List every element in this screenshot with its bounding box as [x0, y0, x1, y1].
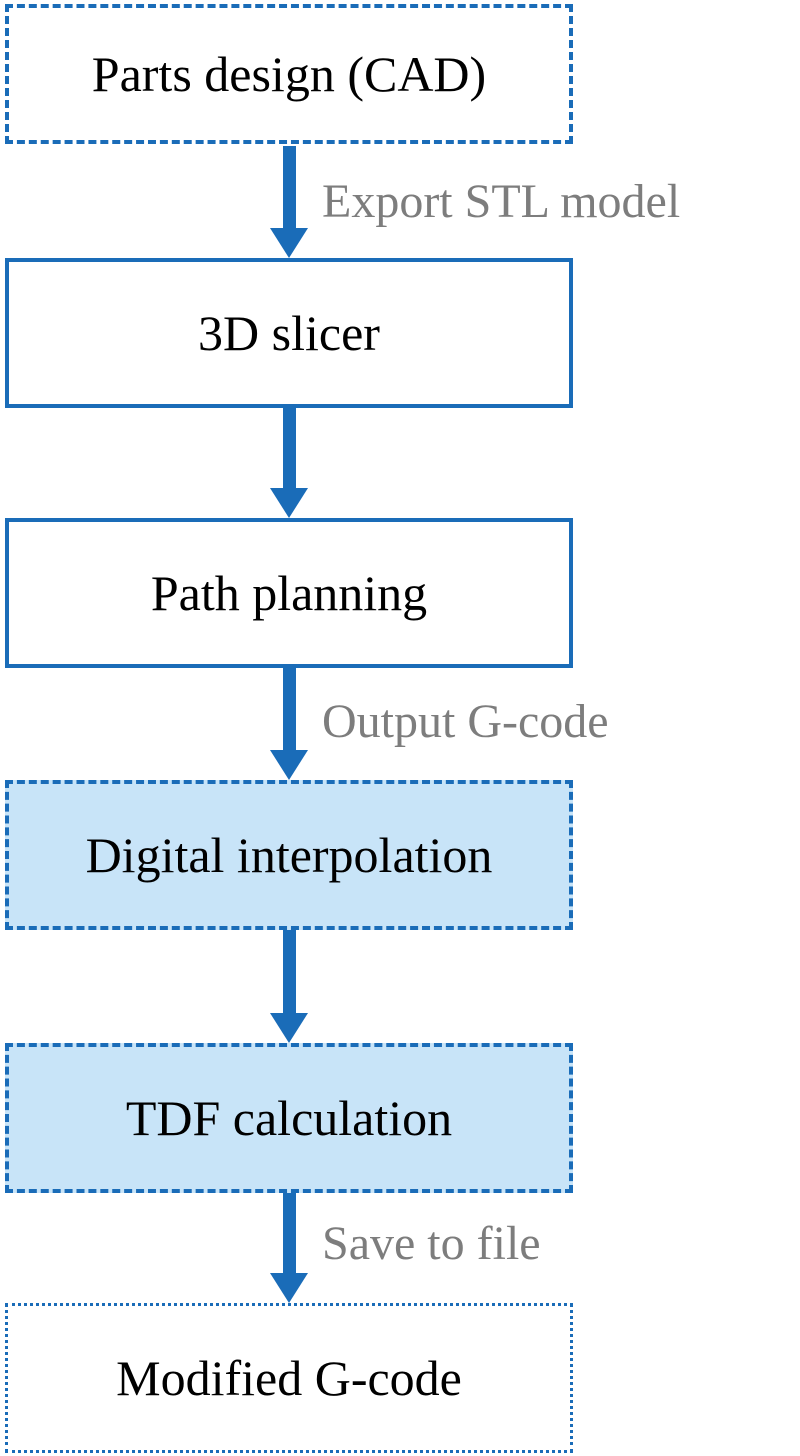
- arrow-head: [270, 1273, 308, 1303]
- down-arrow-icon: [270, 1193, 308, 1303]
- arrow-shaft: [282, 146, 296, 228]
- node-label: 3D slicer: [198, 305, 380, 361]
- node-3d-slicer: 3D slicer: [5, 258, 573, 408]
- node-modified-gcode: Modified G-code: [5, 1303, 573, 1453]
- edge-label-save-to-file: Save to file: [322, 1217, 541, 1270]
- arrow-head: [270, 488, 308, 518]
- node-label: Modified G-code: [116, 1350, 462, 1406]
- down-arrow-icon: [270, 408, 308, 518]
- node-parts-design: Parts design (CAD): [5, 4, 573, 144]
- node-tdf-calculation: TDF calculation: [5, 1043, 573, 1193]
- node-label: Parts design (CAD): [91, 46, 487, 102]
- arrow-shaft: [282, 668, 296, 750]
- down-arrow-icon: [270, 146, 308, 258]
- arrow-head: [270, 750, 308, 780]
- down-arrow-icon: [270, 930, 308, 1043]
- down-arrow-icon: [270, 668, 308, 780]
- arrow-shaft: [282, 930, 296, 1013]
- node-path-planning: Path planning: [5, 518, 573, 668]
- edge-label-export-stl: Export STL model: [322, 175, 681, 228]
- arrow-head: [270, 1013, 308, 1043]
- arrow-shaft: [282, 1193, 296, 1273]
- node-digital-interpolation: Digital interpolation: [5, 780, 573, 930]
- arrow-shaft: [282, 408, 296, 488]
- arrow-head: [270, 228, 308, 258]
- node-label: TDF calculation: [125, 1090, 453, 1146]
- node-label: Path planning: [150, 565, 428, 621]
- edge-label-output-gcode: Output G-code: [322, 695, 609, 748]
- node-label: Digital interpolation: [85, 827, 493, 883]
